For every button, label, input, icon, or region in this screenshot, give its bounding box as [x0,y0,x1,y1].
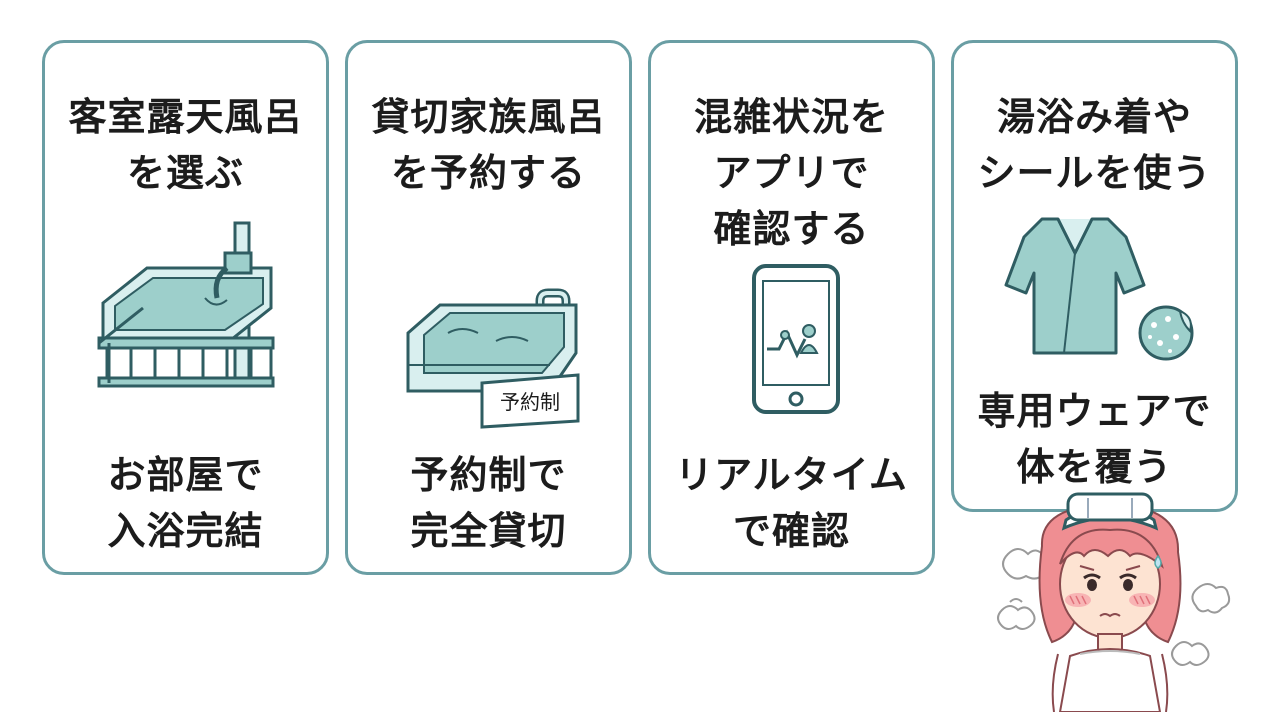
card-caption: リアルタイム で確認 [675,453,908,553]
card-title: 客室露天風呂 を選ぶ [68,95,303,195]
card-title: 混雑状況を アプリで 確認する [693,95,889,251]
card-check-crowd-app: 混雑状況を アプリで 確認する リアルタイム で確認 [648,40,935,575]
private-open-air-bath-icon [97,221,275,388]
card-title: 貸切家族風呂 を予約する [371,95,606,195]
shy-girl-character [997,492,1231,712]
smartphone-app-icon [752,264,840,414]
card-family-bath-reservation: 貸切家族風呂 を予約する 予約制 予約制で 完全貸切 [345,40,632,575]
card-bathing-wear-sticker: 湯浴み着や シールを使う 専用ウェアで 体を覆う [951,40,1238,512]
card-title: 湯浴み着や シールを使う [977,95,1212,195]
family-bath-tub-icon: 予約制 [406,288,580,429]
card-caption: お部屋で 入浴完結 [107,453,264,553]
reservation-sign-label: 予約制 [500,390,560,414]
bathing-wear-icon [1004,217,1194,361]
card-caption: 専用ウェアで 体を覆う [977,389,1212,489]
card-caption: 予約制で 完全貸切 [410,453,567,553]
card-private-open-air-bath: 客室露天風呂 を選ぶ お部屋で 入浴完結 [42,40,329,575]
